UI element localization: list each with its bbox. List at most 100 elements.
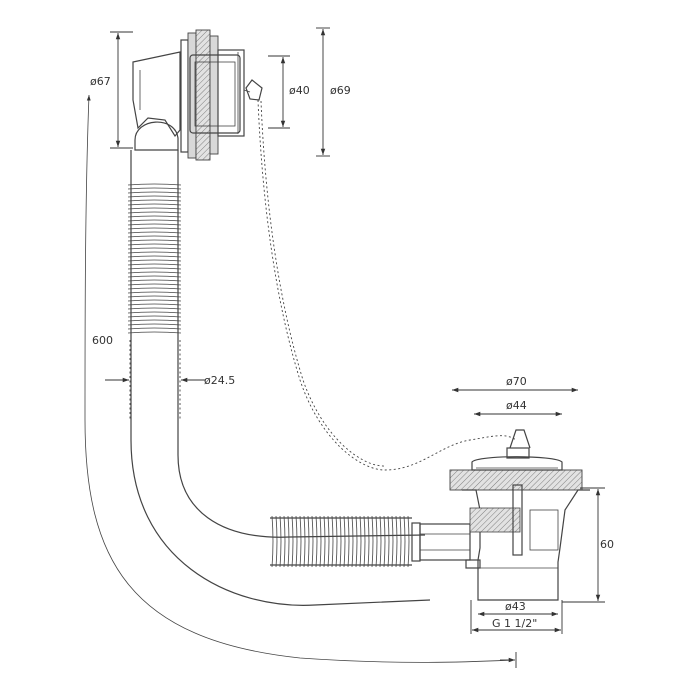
dim-label-d43: ø43 <box>505 600 526 613</box>
hose-rib <box>127 275 182 278</box>
hose-rib <box>375 515 378 568</box>
waste-body <box>462 489 590 601</box>
hose-rib <box>127 211 182 214</box>
dim-label-d69: ø69 <box>330 84 351 97</box>
hose-rib <box>367 515 370 568</box>
hose-rib <box>351 515 354 568</box>
hose-rib <box>127 315 182 318</box>
overflow-chain-ring <box>245 79 263 101</box>
hose-rib <box>127 243 182 246</box>
hose-rib <box>127 295 182 298</box>
hose-rib <box>303 515 306 568</box>
dim-label-600: 600 <box>92 334 113 347</box>
hose-rib <box>275 515 278 568</box>
hose-rib <box>127 271 182 274</box>
hose-rib <box>127 327 182 330</box>
bath-wall-section <box>195 29 211 161</box>
hose-rib <box>127 239 182 242</box>
flexible-hose <box>127 150 471 606</box>
dim-label-d67: ø67 <box>90 75 111 88</box>
hose-rib <box>403 515 406 568</box>
hose-rib <box>379 515 382 568</box>
overflow-cover <box>189 54 241 134</box>
hose-rib <box>127 219 182 222</box>
plug-stem <box>512 484 523 556</box>
hose-rib <box>127 235 182 238</box>
overflow-flange <box>180 39 189 153</box>
plug-ring <box>509 429 531 449</box>
hose-corrugation-vertical <box>127 183 182 334</box>
overflow-elbow <box>132 51 181 138</box>
dim-label-thread: G 1 1/2" <box>492 617 537 630</box>
hose-rib <box>359 515 362 568</box>
hose-rib <box>371 515 374 568</box>
hose-connector <box>419 523 471 561</box>
hose-rib <box>127 207 182 210</box>
hose-rib <box>127 311 182 314</box>
hose-rib <box>127 191 182 194</box>
hose-rib <box>295 515 298 568</box>
hose-rib <box>355 515 358 568</box>
hose-rib <box>339 515 342 568</box>
hose-rib <box>315 515 318 568</box>
dim-label-h60: 60 <box>600 538 614 551</box>
dim-label-d70: ø70 <box>506 375 527 388</box>
hose-rib <box>335 515 338 568</box>
hose-rib <box>331 515 334 568</box>
hose-rib <box>391 515 394 568</box>
hose-rib <box>291 515 294 568</box>
hose-rib <box>127 203 182 206</box>
hose-rib <box>127 247 182 250</box>
hose-rib <box>327 515 330 568</box>
hose-rib <box>343 515 346 568</box>
waste-outlet-assembly <box>449 429 590 601</box>
overflow-gasket-inner <box>209 35 219 155</box>
dim-label-d44: ø44 <box>506 399 527 412</box>
hose-rib <box>127 283 182 286</box>
hose-rib <box>127 331 182 334</box>
length-600-curve <box>84 94 514 663</box>
hose-rib <box>127 323 182 326</box>
hose-rib <box>323 515 326 568</box>
hose-rib <box>395 515 398 568</box>
hose-rib <box>127 259 182 262</box>
hose-rib <box>387 515 390 568</box>
hose-rib <box>271 515 274 568</box>
hose-rib <box>127 303 182 306</box>
hose-rib <box>127 287 182 290</box>
hose-rib <box>307 515 310 568</box>
hose-rib <box>347 515 350 568</box>
plug-chain <box>257 99 517 471</box>
hose-rib <box>283 515 286 568</box>
hose-rib <box>399 515 402 568</box>
hose-rib <box>127 319 182 322</box>
hose-rib <box>127 299 182 302</box>
elbow-joint <box>134 121 179 151</box>
hose-rib <box>127 195 182 198</box>
hose-rib <box>127 183 182 186</box>
hose-rib <box>127 267 182 270</box>
dim-label-d24-5: ø24.5 <box>204 374 235 387</box>
hose-corrugation-horizontal <box>271 515 410 568</box>
overflow-assembly <box>132 29 263 161</box>
hose-rib <box>127 187 182 190</box>
hose-rib <box>127 223 182 226</box>
hose-rib <box>127 215 182 218</box>
hose-rib <box>279 515 282 568</box>
dimension-lines <box>84 27 605 668</box>
hose-rib <box>127 255 182 258</box>
hose-rib <box>127 307 182 310</box>
hose-rib <box>299 515 302 568</box>
hose-rib <box>127 227 182 230</box>
hose-rib <box>127 231 182 234</box>
hose-rib <box>407 515 410 568</box>
hose-rib <box>127 279 182 282</box>
hose-rib <box>311 515 314 568</box>
hose-rib <box>127 291 182 294</box>
bath-plug <box>471 456 563 471</box>
dim-label-d40: ø40 <box>289 84 310 97</box>
hose-rib <box>127 263 182 266</box>
hose-rib <box>127 199 182 202</box>
bath-base-section <box>449 469 583 491</box>
